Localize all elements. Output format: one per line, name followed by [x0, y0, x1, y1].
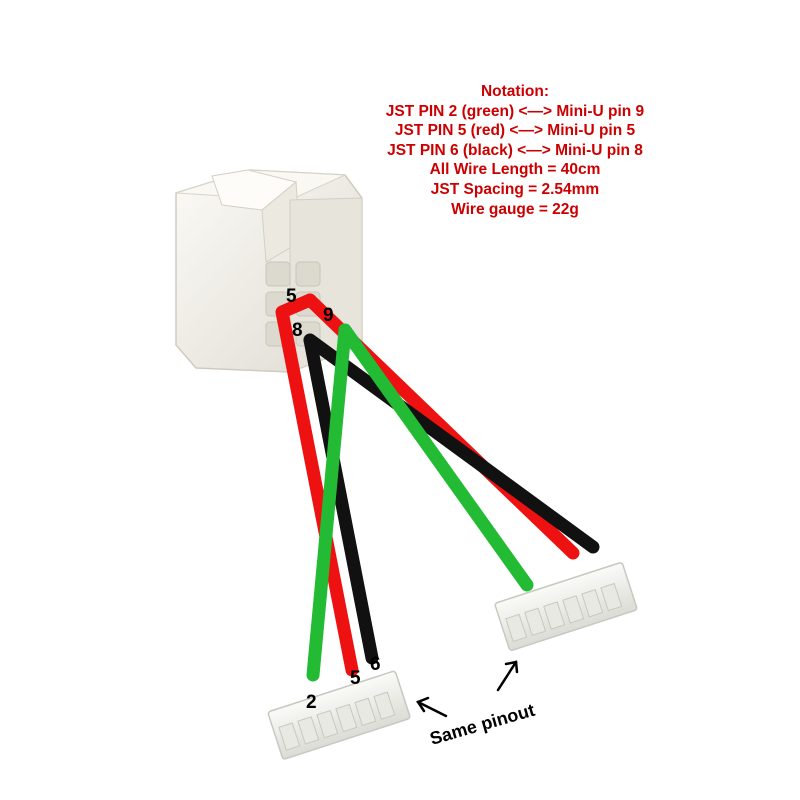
green-wire-to-right-jst: [338, 323, 534, 592]
arrow-to-right-jst: [496, 660, 519, 692]
jst-connector-left: [267, 670, 411, 760]
notation-line-jst-spacing: JST Spacing = 2.54mm: [430, 180, 600, 198]
notation-line-wire-gauge: Wire gauge = 22g: [451, 200, 579, 218]
notation-line-wire-length: All Wire Length = 40cm: [429, 161, 601, 179]
same-pinout-label: Same pinout: [428, 700, 537, 749]
jst-pin-5-label: 5: [350, 668, 361, 689]
notation-line-green: JST PIN 2 (green) <—> Mini-U pin 9: [385, 102, 645, 120]
mini-u-pin-5-label: 5: [286, 286, 297, 307]
black-wire-to-left-jst: [303, 333, 379, 665]
arrow-to-left-jst: [416, 696, 448, 718]
green-wire-to-left-jst: [306, 323, 352, 682]
mini-u-pin-8-label: 8: [292, 320, 303, 341]
notation-line-black: JST PIN 6 (black) <—> Mini-U pin 8: [387, 141, 643, 159]
wires: [275, 293, 600, 682]
notation-block: Notation: JST PIN 2 (green) <—> Mini-U p…: [320, 82, 710, 219]
jst-pin-2-label: 2: [306, 692, 317, 713]
jst-pin-6-label: 6: [370, 654, 381, 675]
notation-title: Notation:: [480, 83, 549, 100]
jst-connector-right: [494, 562, 638, 651]
mini-u-pin-9-label: 9: [323, 305, 334, 326]
black-wire-to-right-jst: [303, 333, 600, 554]
notation-line-red: JST PIN 5 (red) <—> Mini-U pin 5: [394, 122, 636, 140]
